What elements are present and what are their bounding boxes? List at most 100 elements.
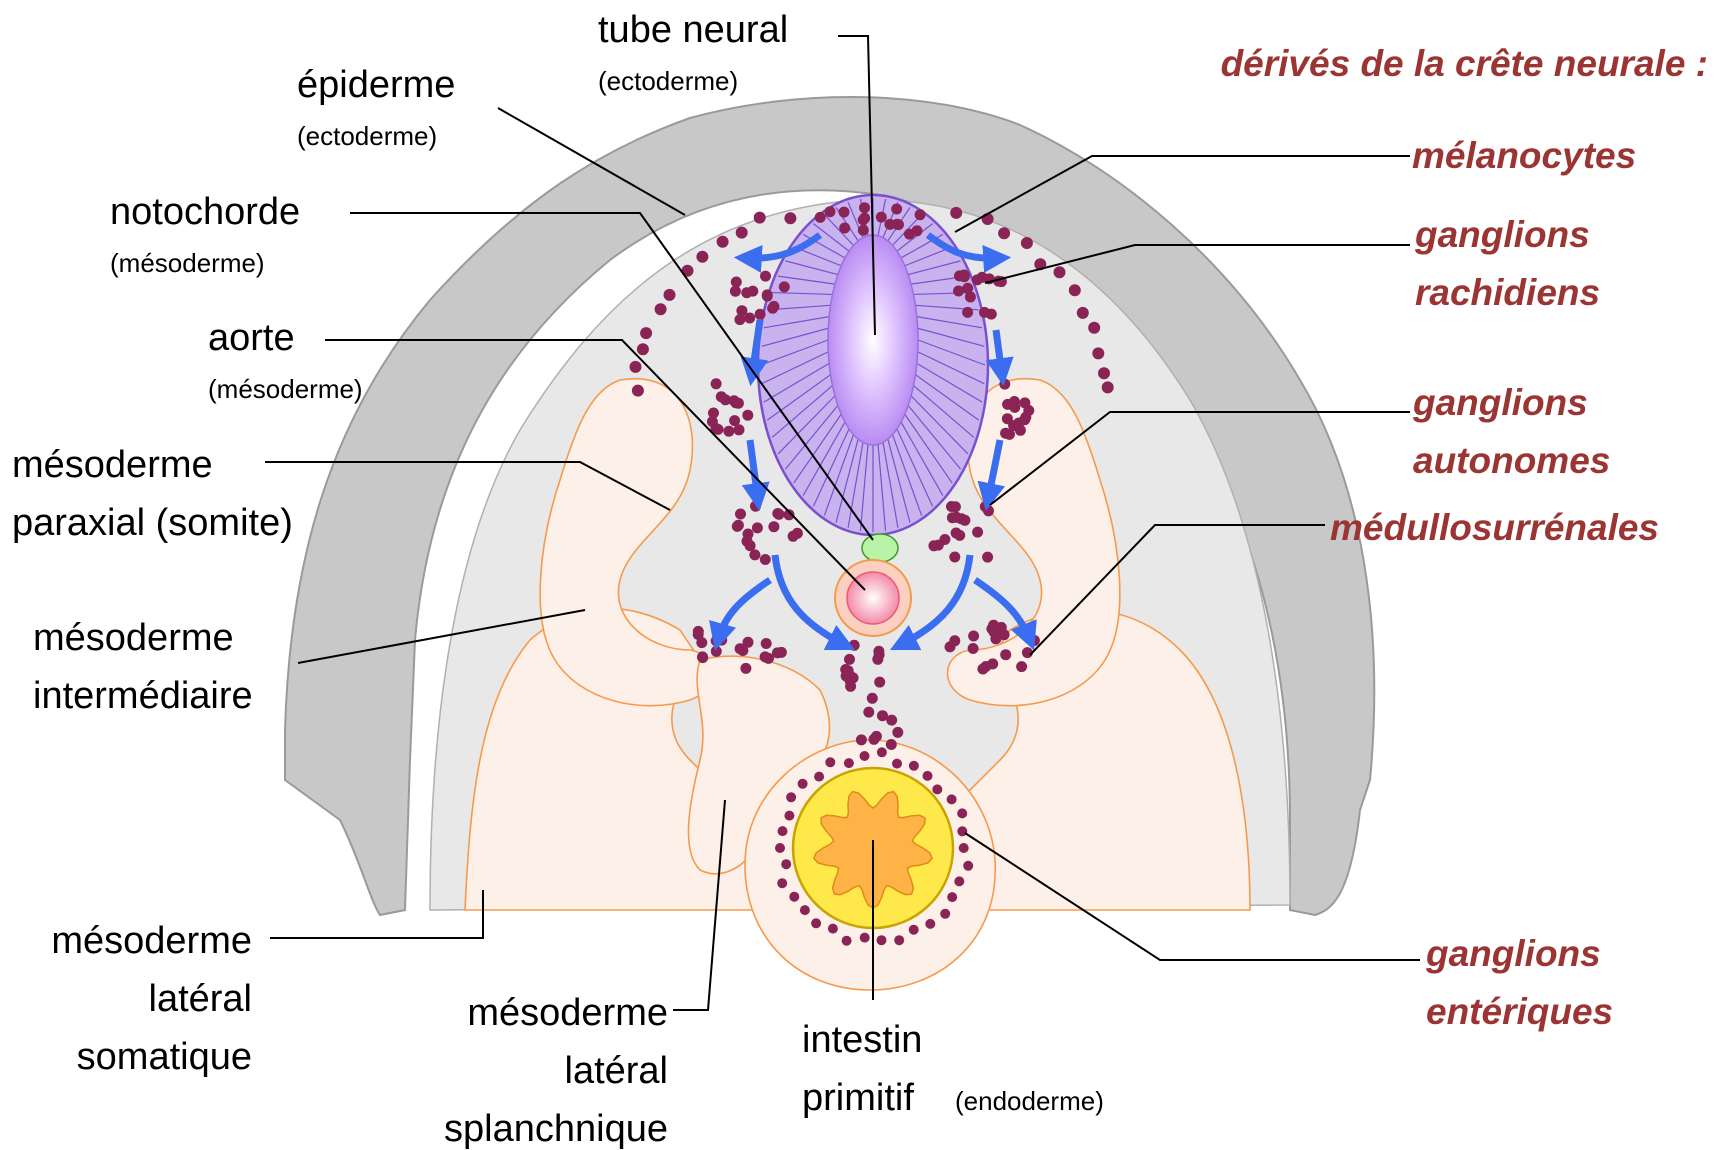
crest-cell xyxy=(736,227,748,239)
crest-cell xyxy=(954,530,965,541)
crest-cell xyxy=(1102,381,1114,393)
crest-cell xyxy=(760,554,771,565)
crest-cell xyxy=(891,204,902,215)
crest-cell xyxy=(849,640,860,651)
crest-cell xyxy=(945,641,956,652)
label-splanchnic-line2: latéral xyxy=(565,1050,669,1092)
crest-cell xyxy=(968,631,979,642)
crest-cell xyxy=(708,408,719,419)
crest-cell xyxy=(731,277,742,288)
crest-cell xyxy=(763,653,774,664)
crest-cell xyxy=(859,202,870,213)
crest-cell xyxy=(768,521,779,532)
crest-cell xyxy=(743,637,754,648)
crest-cell xyxy=(962,307,973,318)
label-aorta: aorte xyxy=(208,317,295,359)
crest-cell xyxy=(740,663,751,674)
crest-cell xyxy=(877,747,887,757)
crest-cell xyxy=(947,512,958,523)
crest-cell xyxy=(909,761,919,771)
crest-cell xyxy=(632,385,644,397)
label-dorsal-root-1: ganglions xyxy=(1414,214,1590,255)
label-enteric-1: ganglions xyxy=(1425,933,1601,974)
crest-cell xyxy=(774,509,785,520)
crest-cell xyxy=(762,291,773,302)
crest-cell xyxy=(912,225,923,236)
notochord xyxy=(862,534,898,562)
crest-cell xyxy=(959,515,970,526)
label-paraxial-line1: mésoderme xyxy=(12,444,213,486)
crest-cell xyxy=(988,620,999,631)
crest-cell xyxy=(696,637,707,648)
crest-cell xyxy=(741,287,752,298)
crest-cell xyxy=(957,826,967,836)
label-epidermis: épiderme xyxy=(297,64,455,106)
crest-cell xyxy=(962,283,973,294)
crest-cell xyxy=(909,925,919,935)
crest-cell xyxy=(915,209,926,220)
crest-cell xyxy=(655,303,667,315)
label-autonomic-1: ganglions xyxy=(1412,382,1588,423)
crest-cell xyxy=(1092,347,1104,359)
crest-cell xyxy=(750,501,761,512)
label-somatic-line3: somatique xyxy=(77,1036,252,1078)
label-enteric-2: entériques xyxy=(1426,991,1613,1032)
label-gut-line1: intestin xyxy=(802,1019,922,1061)
crest-cell xyxy=(859,213,870,224)
crest-cell xyxy=(842,936,852,946)
crest-cell xyxy=(768,301,779,312)
crest-cell xyxy=(872,654,883,665)
crest-cell xyxy=(959,270,970,281)
crest-cell xyxy=(784,811,794,821)
crest-cell xyxy=(892,727,903,738)
label-melanocytes: mélanocytes xyxy=(1412,135,1636,176)
crest-cell xyxy=(947,794,957,804)
crest-cell xyxy=(892,759,902,769)
label-somatic-line1: mésoderme xyxy=(51,920,252,962)
crest-cell xyxy=(778,826,788,836)
crest-cell xyxy=(1000,649,1011,660)
label-splanchnic-line1: mésoderme xyxy=(467,992,668,1034)
crest-cell xyxy=(877,710,888,721)
crest-cell xyxy=(736,305,747,316)
crest-cell xyxy=(999,379,1010,390)
derivatives-title: dérivés de la crête neurale : xyxy=(1221,43,1708,84)
crest-cell xyxy=(775,843,785,853)
crest-cell xyxy=(693,626,704,637)
crest-cell xyxy=(630,361,642,373)
crest-cell xyxy=(972,274,983,285)
crest-cell xyxy=(977,664,988,675)
crest-cell xyxy=(789,892,799,902)
crest-cell xyxy=(869,734,880,745)
label-autonomic-2: autonomes xyxy=(1413,440,1610,481)
crest-cell xyxy=(947,892,957,902)
crest-cell xyxy=(968,643,979,654)
crest-cell xyxy=(949,552,960,563)
crest-cell xyxy=(979,307,990,318)
crest-cell xyxy=(696,251,708,263)
crest-cell xyxy=(825,757,835,767)
crest-cell xyxy=(717,236,729,248)
crest-cell xyxy=(874,677,885,688)
crest-cell xyxy=(845,681,856,692)
crest-cell xyxy=(711,378,722,389)
crest-cell xyxy=(940,909,950,919)
crest-cell xyxy=(742,410,753,421)
crest-cell xyxy=(950,207,962,219)
crest-cell xyxy=(863,707,874,718)
crest-cell xyxy=(825,206,836,217)
label-intermediate-line2: intermédiaire xyxy=(33,675,253,717)
crest-cell xyxy=(815,212,826,223)
label-paraxial-line2: paraxial (somite) xyxy=(12,502,293,544)
label-notochord-layer: (mésoderme) xyxy=(110,248,265,278)
crest-cell xyxy=(860,933,870,943)
label-gut-line2: primitif xyxy=(802,1077,914,1119)
crest-cell xyxy=(637,343,649,355)
crest-cell xyxy=(877,935,887,945)
crest-cell xyxy=(786,792,796,802)
crest-cell xyxy=(1002,399,1013,410)
crest-cell xyxy=(957,808,967,818)
crest-cell xyxy=(844,654,855,665)
crest-cell xyxy=(925,919,935,929)
